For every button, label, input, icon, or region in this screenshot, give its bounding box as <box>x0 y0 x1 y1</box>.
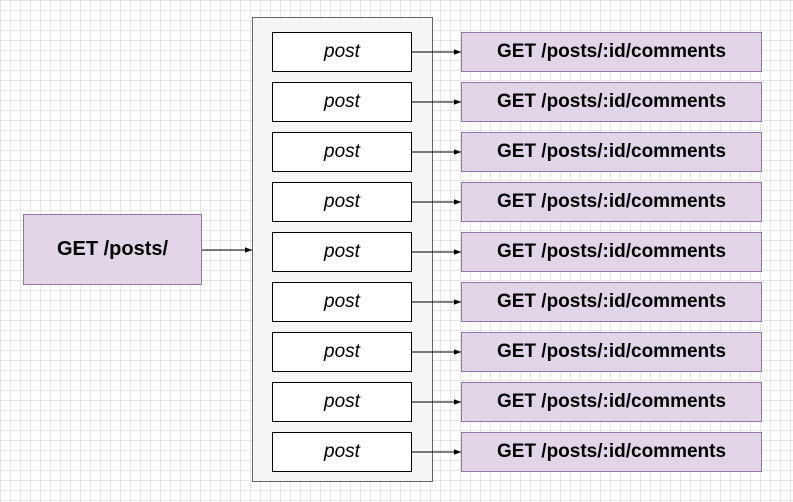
post-label: post <box>324 141 360 162</box>
post-label: post <box>324 241 360 262</box>
comments-endpoint-node: GET /posts/:id/comments <box>461 132 762 172</box>
post-label: post <box>324 41 360 62</box>
comments-endpoint-label: GET /posts/:id/comments <box>496 391 727 412</box>
post-node: post <box>272 382 412 422</box>
post-to-endpoint-arrows <box>412 49 461 455</box>
comments-endpoint-node: GET /posts/:id/comments <box>461 232 762 272</box>
post-label: post <box>324 341 360 362</box>
comments-endpoint-node: GET /posts/:id/comments <box>461 282 762 322</box>
comments-endpoint-node: GET /posts/:id/comments <box>461 32 762 72</box>
post-node: post <box>272 282 412 322</box>
comments-endpoint-node: GET /posts/:id/comments <box>461 182 762 222</box>
post-label: post <box>324 441 360 462</box>
comments-endpoint-node: GET /posts/:id/comments <box>461 382 762 422</box>
post-label: post <box>324 391 360 412</box>
comments-endpoint-label: GET /posts/:id/comments <box>496 291 727 312</box>
post-node: post <box>272 432 412 472</box>
comments-endpoint-label: GET /posts/:id/comments <box>496 141 727 162</box>
root-endpoint-node: GET /posts/ <box>23 214 202 285</box>
comments-endpoint-label: GET /posts/:id/comments <box>496 341 727 362</box>
post-node: post <box>272 182 412 222</box>
comments-endpoint-label: GET /posts/:id/comments <box>496 91 727 112</box>
post-node: post <box>272 82 412 122</box>
comments-endpoint-label: GET /posts/:id/comments <box>496 241 727 262</box>
comments-endpoint-node: GET /posts/:id/comments <box>461 332 762 372</box>
post-label: post <box>324 191 360 212</box>
post-node: post <box>272 232 412 272</box>
post-node: post <box>272 132 412 172</box>
post-label: post <box>324 91 360 112</box>
post-node: post <box>272 332 412 372</box>
comments-endpoint-label: GET /posts/:id/comments <box>496 441 727 462</box>
post-label: post <box>324 291 360 312</box>
comments-endpoint-label: GET /posts/:id/comments <box>496 41 727 62</box>
comments-endpoint-node: GET /posts/:id/comments <box>461 82 762 122</box>
comments-endpoint-node: GET /posts/:id/comments <box>461 432 762 472</box>
comments-endpoint-label: GET /posts/:id/comments <box>496 191 727 212</box>
root-endpoint-label: GET /posts/ <box>56 238 169 260</box>
post-node: post <box>272 32 412 72</box>
